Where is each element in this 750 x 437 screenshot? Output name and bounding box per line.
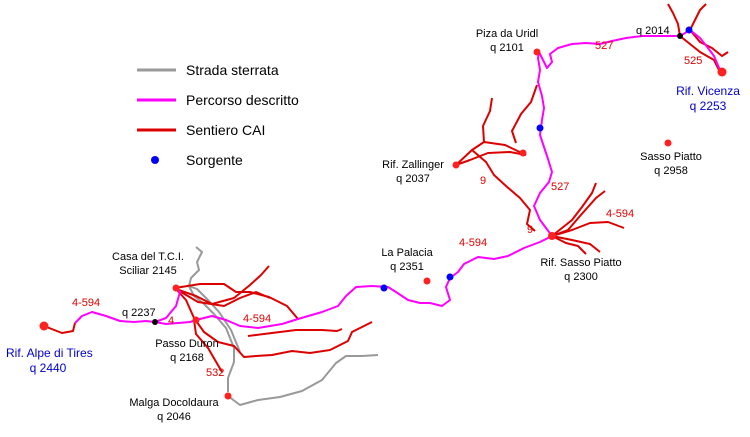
q2014-label: q 2014 xyxy=(636,25,670,37)
trail-number-label: 9 xyxy=(527,224,534,236)
trail-number-label: 4 xyxy=(168,315,175,327)
casa-tci-label: Casa del T.C.I. Sciliar 2145 xyxy=(112,251,184,277)
sasso-piatto-peak-label: Sasso Piatto q 2958 xyxy=(640,151,702,177)
la-palacia-marker[interactable] xyxy=(423,277,431,285)
la-palacia-label: La Palacia q 2351 xyxy=(381,247,433,273)
rif-sasso-piatto-marker[interactable] xyxy=(548,232,556,240)
legend-swatch-sorgente xyxy=(151,156,159,164)
spring-marker[interactable] xyxy=(536,124,544,132)
malga-docoldaura-marker[interactable] xyxy=(224,392,232,400)
trail-number-label: 532 xyxy=(206,367,225,379)
trail-number-label: 525 xyxy=(684,55,703,67)
trail-number-label: 9 xyxy=(480,175,487,187)
junction-q2237-marker[interactable] xyxy=(152,319,158,325)
rif-alpe-tires-marker[interactable] xyxy=(39,321,49,331)
legend-sorgente-label: Sorgente xyxy=(186,152,243,168)
spring-marker[interactable] xyxy=(446,273,454,281)
rif-alpe-tires-label: Rif. Alpe di Tires q 2440 xyxy=(6,346,93,375)
casa-tci-marker[interactable] xyxy=(172,284,180,292)
legend-sentiero-label: Sentiero CAI xyxy=(186,122,266,138)
trail-number-label: 4-594 xyxy=(459,237,488,249)
trail-number-label: 4-594 xyxy=(243,313,272,325)
passo-duron-marker[interactable] xyxy=(192,316,200,324)
summits-layer xyxy=(39,48,727,400)
rif-zallinger-marker[interactable] xyxy=(452,161,460,169)
legend-percorso-label: Percorso descritto xyxy=(186,92,299,108)
spring-marker[interactable] xyxy=(380,284,388,292)
piza-uridl-marker[interactable] xyxy=(533,48,541,56)
trail-number-label: 4-594 xyxy=(606,208,635,220)
trail-number-label: 527 xyxy=(551,181,570,193)
rif-vicenza-marker[interactable] xyxy=(717,67,727,77)
passo-duron-label: Passo Duron q 2168 xyxy=(155,338,219,364)
q2237-label: q 2237 xyxy=(122,307,156,319)
rif-sasso-piatto-label: Rif. Sasso Piatto q 2300 xyxy=(540,257,622,283)
legend-strada-label: Strada sterrata xyxy=(186,62,279,78)
trail-number-label: 527 xyxy=(595,40,614,52)
strada-sterrata-layer xyxy=(188,246,379,406)
malga-docoldaura-label: Malga Docoldaura q 2046 xyxy=(129,397,219,423)
rif-vicenza-label: Rif. Vicenza q 2253 xyxy=(676,84,740,113)
junctions-layer xyxy=(152,33,683,325)
piza-uridl-label: Piza da Uridl q 2101 xyxy=(475,28,539,54)
rif-zallinger-label: Rif. Zallinger q 2037 xyxy=(382,159,444,185)
sasso-piatto-peak-marker[interactable] xyxy=(664,139,672,147)
trail-number-label: 4-594 xyxy=(72,297,101,309)
zallinger-east-marker[interactable] xyxy=(519,149,527,157)
springs-layer xyxy=(380,26,693,292)
junction-q2014-marker[interactable] xyxy=(677,33,683,39)
spring-marker[interactable] xyxy=(685,26,693,34)
